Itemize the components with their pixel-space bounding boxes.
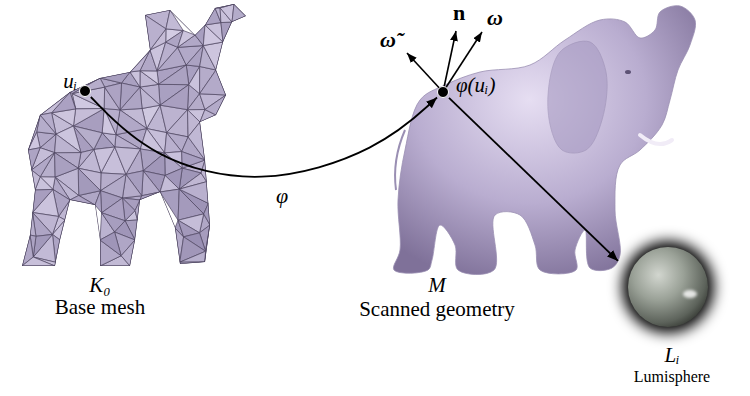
mesh-facet — [182, 152, 205, 169]
mesh-facet — [22, 257, 55, 266]
mesh-facet — [115, 135, 141, 149]
mesh-symbol: K₀ — [89, 274, 110, 297]
mesh-facet — [205, 8, 221, 25]
base-mesh-elephant — [22, 4, 246, 266]
mesh-facet — [142, 171, 160, 196]
mesh-facet — [33, 189, 53, 212]
mesh-facet — [105, 83, 122, 110]
mesh-facet — [32, 170, 41, 190]
mesh-facet — [120, 83, 140, 110]
mesh-facet — [145, 15, 166, 50]
mesh-facet — [232, 4, 246, 22]
lumisphere-caption: Lᵢ — [664, 343, 679, 367]
reflected-direction-symbol: ω̃ — [380, 28, 396, 52]
lumisphere-ball — [622, 241, 714, 333]
mapping-arrow — [91, 97, 437, 177]
mesh-facet — [205, 95, 226, 115]
mesh-facet — [203, 42, 223, 70]
mesh-facet — [166, 10, 183, 31]
mesh-facet — [116, 110, 147, 135]
mesh-facet — [165, 133, 182, 153]
mesh-vertex-dot: uᵢ — [79, 85, 91, 97]
mesh-facet — [167, 110, 189, 137]
normal-symbol: n — [453, 1, 465, 25]
vertex-label: uᵢ — [63, 70, 77, 93]
mapping-arrow — [449, 98, 618, 261]
mesh-facet — [30, 213, 36, 237]
mesh-facet — [160, 189, 179, 220]
mesh-facet — [33, 189, 59, 216]
mapping-label: φ — [276, 184, 288, 208]
sphere — [628, 247, 708, 327]
lumisphere-caption: Lumisphere — [634, 368, 710, 386]
mesh-facet — [102, 109, 116, 135]
geometry-caption: Scanned geometry — [359, 298, 515, 321]
mesh-facet — [180, 237, 206, 262]
point-label: φ(uᵢ) — [456, 74, 495, 97]
mesh-facet — [33, 234, 52, 257]
scan-tusk — [640, 135, 672, 144]
mesh-facet — [55, 134, 81, 153]
scan-ear — [548, 41, 607, 153]
mesh-facet — [78, 168, 100, 195]
mesh-facet — [130, 71, 140, 87]
scan-tail — [395, 130, 405, 190]
mesh-facet — [200, 70, 226, 95]
mesh-facet — [52, 92, 76, 113]
mesh-facet — [55, 153, 79, 177]
lumisphere-node: LᵢLumisphere — [618, 236, 726, 390]
scan-eye — [625, 70, 631, 74]
geometry-symbol: M — [428, 274, 446, 297]
mesh-outline — [22, 4, 246, 266]
mesh-facet — [160, 85, 189, 110]
mesh-facet — [189, 66, 200, 93]
mesh-facet — [73, 109, 104, 126]
mesh-facet — [115, 147, 141, 174]
mesh-facet — [140, 71, 159, 87]
mesh-facet — [121, 240, 135, 266]
scan-body — [393, 6, 695, 275]
reflected-direction-arrow — [407, 53, 443, 92]
mesh-caption: Base mesh — [55, 296, 145, 319]
sphere-halo — [622, 241, 714, 333]
mesh-facet — [140, 71, 159, 85]
mesh-facet — [180, 251, 206, 262]
mesh-facet — [157, 42, 178, 71]
surface-point-dot: φ(uᵢ) — [437, 86, 449, 98]
mesh-facet — [100, 232, 121, 256]
view-direction-symbol: ω — [487, 6, 503, 30]
mesh-facet — [205, 23, 223, 42]
sphere-highlight — [683, 290, 697, 298]
mesh-facet — [140, 84, 160, 105]
scanned-elephant — [393, 6, 695, 275]
